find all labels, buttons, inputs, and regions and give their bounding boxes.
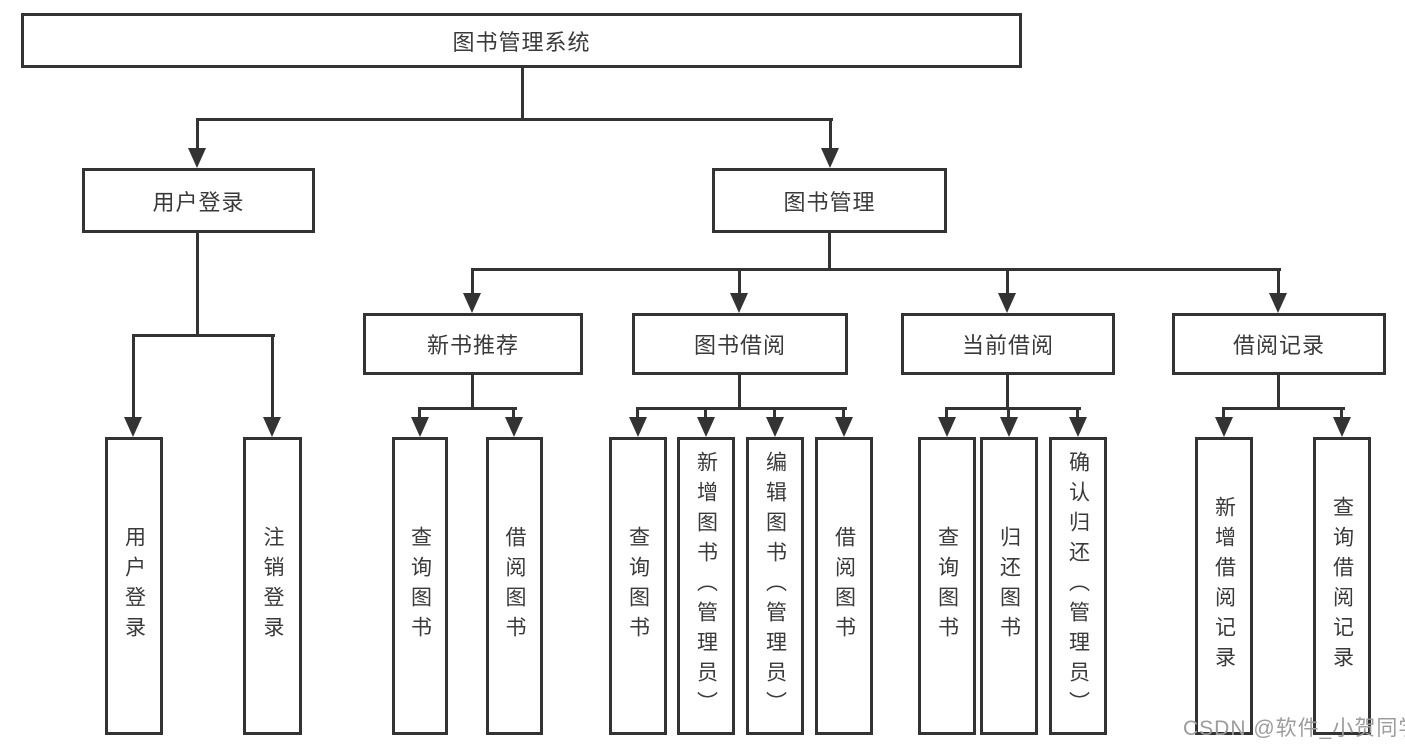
leaf-logout: 注销登录 [243,437,302,735]
leaf-borrow-add-books-admin-label: 新增图书（管理员） [694,451,718,721]
connector-line [945,409,948,419]
leaf-user-login: 用户登录 [105,437,163,735]
connector-line [1006,270,1009,294]
node-library-system-label: 图书管理系统 [452,29,591,55]
connector-line [704,409,707,419]
node-user-login-label: 用户登录 [152,189,245,215]
leaf-borrow-add-books-admin: 新增图书（管理员） [677,437,735,735]
node-book-management: 图书管理 [712,168,947,233]
node-library-system: 图书管理系统 [21,13,1022,68]
arrow-down-icon [1333,417,1351,437]
connector-line [1007,409,1010,419]
node-new-book-recommend: 新书推荐 [363,313,583,375]
connector-line [1222,409,1225,419]
arrow-down-icon [766,417,784,437]
connector-line [512,409,515,419]
connector-line [471,270,474,294]
leaf-current-return-books-label: 归还图书 [997,526,1021,646]
leaf-current-confirm-return-admin: 确认归还（管理员） [1049,437,1107,735]
connector-line [842,409,845,419]
leaf-user-login-label: 用户登录 [122,526,146,646]
node-current-borrow: 当前借阅 [901,313,1115,375]
connector-line [132,334,275,337]
connector-line [196,118,833,121]
arrow-down-icon [1069,417,1087,437]
connector-line [1006,375,1009,409]
connector-line [418,407,517,410]
connector-line [196,120,199,150]
arrow-down-icon [697,417,715,437]
node-current-borrow-label: 当前借阅 [961,333,1054,358]
leaf-borrow-borrow-books-label: 借阅图书 [832,526,856,646]
leaf-logout-label: 注销登录 [261,526,284,646]
connector-line [636,409,639,419]
node-borrow-record-label: 借阅记录 [1232,333,1325,358]
node-book-borrow: 图书借阅 [632,313,848,375]
leaf-borrow-edit-books-admin-label: 编辑图书（管理员） [763,451,787,721]
leaf-borrow-edit-books-admin: 编辑图书（管理员） [746,437,804,735]
arrow-down-icon [188,148,206,168]
connector-line [471,375,474,409]
leaf-borrow-query-books: 查询图书 [609,437,667,735]
arrow-down-icon [124,417,142,437]
arrow-down-icon [821,148,839,168]
leaf-newbook-query-books: 查询图书 [392,437,448,735]
arrow-down-icon [835,417,853,437]
leaf-borrow-query-books-label: 查询图书 [626,526,650,646]
arrow-down-icon [1215,417,1233,437]
leaf-newbook-borrow-books: 借阅图书 [486,437,543,735]
arrow-down-icon [998,293,1016,313]
node-book-management-label: 图书管理 [783,189,876,215]
arrow-down-icon [505,417,523,437]
leaf-borrow-borrow-books: 借阅图书 [815,437,873,735]
connector-line [636,407,847,410]
node-new-book-recommend-label: 新书推荐 [426,333,519,358]
node-borrow-record: 借阅记录 [1172,313,1386,375]
connector-line [828,233,831,270]
connector-line [1222,407,1345,410]
leaf-record-query-record-label: 查询借阅记录 [1330,496,1354,676]
leaf-current-return-books: 归还图书 [980,437,1038,735]
connector-line [1277,375,1280,409]
leaf-record-add-record: 新增借阅记录 [1195,437,1253,735]
arrow-down-icon [629,417,647,437]
connector-line [738,375,741,409]
arrow-down-icon [1269,293,1287,313]
arrow-down-icon [938,417,956,437]
connector-line [773,409,776,419]
leaf-record-query-record: 查询借阅记录 [1313,437,1371,735]
arrow-down-icon [411,417,429,437]
connector-line [1277,270,1280,294]
arrow-down-icon [730,293,748,313]
connector-line [196,233,199,336]
connector-line [945,407,1081,410]
leaf-record-add-record-label: 新增借阅记录 [1212,496,1236,676]
node-book-borrow-label: 图书借阅 [693,333,786,358]
leaf-current-query-books-label: 查询图书 [935,526,959,646]
connector-line [471,268,1281,271]
connector-line [132,336,135,418]
arrow-down-icon [263,417,281,437]
csdn-watermark: CSDN @软件_小贺同学 [1183,717,1405,740]
connector-line [829,120,832,150]
leaf-newbook-borrow-books-label: 借阅图书 [503,526,526,646]
node-user-login: 用户登录 [82,168,315,233]
leaf-current-confirm-return-admin-label: 确认归还（管理员） [1066,451,1090,721]
connector-line [521,66,524,120]
arrow-down-icon [463,293,481,313]
connector-line [418,409,421,419]
arrow-down-icon [1000,417,1018,437]
connector-line [1340,409,1343,419]
connector-line [1076,409,1079,419]
connector-line [271,336,274,418]
leaf-newbook-query-books-label: 查询图书 [408,526,432,646]
leaf-current-query-books: 查询图书 [918,437,976,735]
connector-line [738,270,741,294]
